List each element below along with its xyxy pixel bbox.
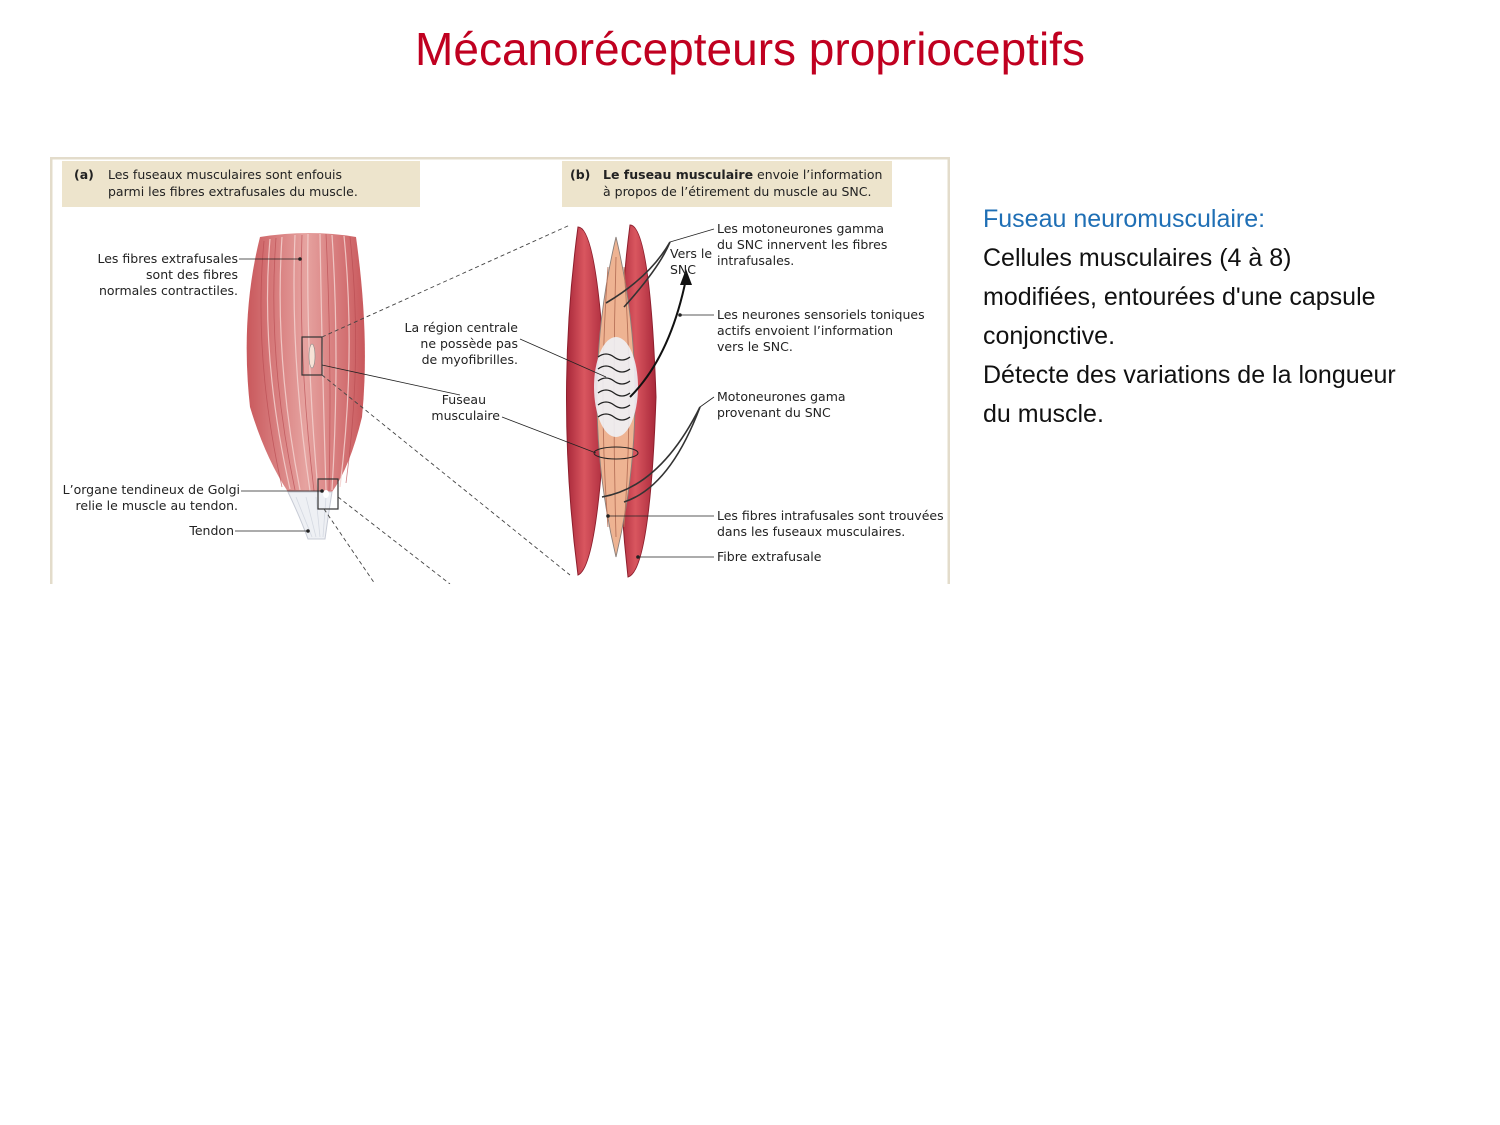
label-sensory-line3: vers le SNC. — [717, 339, 793, 354]
description-block: Fuseau neuromusculaire: Cellules muscula… — [983, 200, 1483, 434]
label-central-line3: de myofibrilles. — [422, 352, 518, 367]
description-line1: Cellules musculaires (4 à 8) — [983, 244, 1292, 272]
golgi-location-box — [317, 478, 339, 510]
panel-a-letter: (a) — [74, 167, 94, 182]
spindle-location-box — [301, 336, 323, 376]
label-golgi-line2: relie le muscle au tendon. — [76, 498, 238, 513]
label-intrafusal-line2: dans les fuseaux musculaires. — [717, 524, 905, 539]
panel-a-caption-line2: parmi les fibres extrafusales du muscle. — [108, 184, 358, 199]
label-gamma-line2: du SNC innervent les fibres — [717, 237, 887, 252]
label-vers-line1: Vers le — [670, 246, 712, 261]
label-sensory-line1: Les neurones sensoriels toniques — [717, 307, 925, 322]
label-spindle-line1: Fuseau — [442, 392, 486, 407]
label-tendon: Tendon — [188, 523, 234, 538]
panel-b-caption-line2: à propos de l’étirement du muscle au SNC… — [603, 184, 871, 199]
label-gama-line2: provenant du SNC — [717, 405, 831, 420]
spindle-illustration — [566, 224, 701, 578]
label-gamma-line1: Les motoneurones gamma — [717, 221, 884, 236]
slide-title: Mécanorécepteurs proprioceptifs — [415, 23, 1085, 75]
label-extrafusal-fiber: Fibre extrafusale — [717, 549, 822, 564]
description-line5: du muscle. — [983, 400, 1104, 428]
panel-b-caption-rest: envoie l’information — [753, 167, 882, 182]
label-gama-line1: Motoneurones gama — [717, 389, 846, 404]
label-vers-line2: SNC — [670, 262, 696, 277]
label-intrafusal-line1: Les fibres intrafusales sont trouvées — [717, 508, 944, 523]
label-extrafusal-line2: sont des fibres — [146, 267, 238, 282]
panel-b-caption-line1: Le fuseau musculaire envoie l’informatio… — [603, 167, 882, 182]
muscle-spindle-figure: (a) Les fuseaux musculaires sont enfouis… — [50, 157, 950, 584]
label-central-line2: ne possède pas — [420, 336, 518, 351]
panel-b-caption-bold: Le fuseau musculaire — [603, 167, 753, 182]
figure-frame — [50, 157, 950, 584]
label-central-line1: La région centrale — [405, 320, 519, 335]
description-line3: conjonctive. — [983, 322, 1116, 350]
muscle-illustration — [246, 233, 365, 540]
description-heading: Fuseau neuromusculaire: — [983, 205, 1266, 233]
label-spindle-line2: musculaire — [431, 408, 500, 423]
description-line4: Détecte des variations de la longueur — [983, 361, 1396, 389]
label-sensory-line2: actifs envoient l’information — [717, 323, 893, 338]
label-gamma-line3: intrafusales. — [717, 253, 794, 268]
panel-a-caption-box — [62, 161, 420, 207]
label-extrafusal-line3: normales contractiles. — [99, 283, 238, 298]
panel-b-caption-box — [562, 161, 892, 207]
description-line2: modifiées, entourées d'une capsule — [983, 283, 1376, 311]
label-extrafusal-line1: Les fibres extrafusales — [97, 251, 238, 266]
label-golgi-line1: L’organe tendineux de Golgi — [63, 482, 240, 497]
panel-b-letter: (b) — [570, 167, 590, 182]
panel-a-caption-line1: Les fuseaux musculaires sont enfouis — [108, 167, 342, 182]
